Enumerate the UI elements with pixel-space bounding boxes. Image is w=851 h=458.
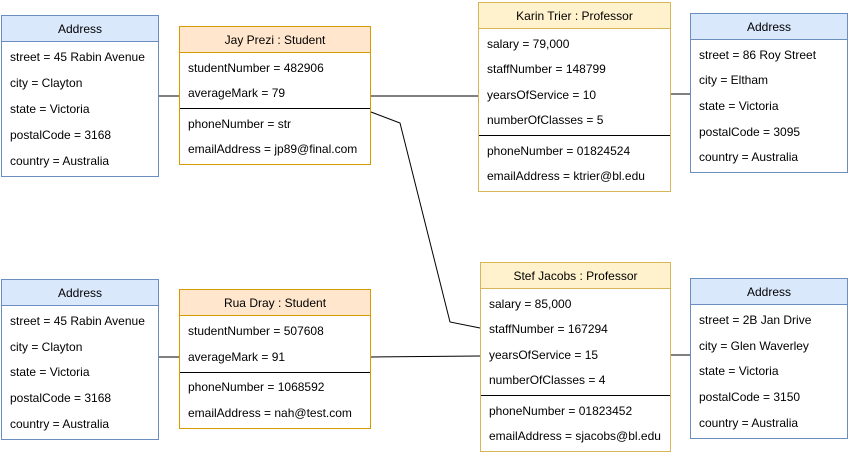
attribute-row: averageMark = 91 — [188, 349, 286, 364]
attribute-row: street = 45 Rabin Avenue — [10, 313, 145, 328]
node-title: Jay Prezi : Student — [180, 27, 370, 53]
attribute-row: studentNumber = 507608 — [188, 323, 324, 338]
attribute-row: state = Victoria — [699, 364, 779, 379]
node-title: Address — [2, 16, 158, 42]
attribute-row: country = Australia — [699, 150, 799, 165]
node-title: Karin Trier : Professor — [479, 3, 670, 29]
attribute-row: phoneNumber = 1068592 — [188, 380, 325, 395]
attribute-row: postalCode = 3150 — [699, 390, 801, 405]
attribute-row: phoneNumber = str — [188, 116, 292, 131]
attribute-row: postalCode = 3095 — [699, 124, 801, 139]
edge-jay--stef — [370, 111, 481, 329]
attribute-row: street = 45 Rabin Avenue — [10, 50, 145, 64]
object-node-karin-trier[interactable]: Karin Trier : Professor salary = 79,000 … — [478, 2, 671, 192]
attribute-row: staffNumber = 148799 — [487, 62, 606, 77]
attribute-row: emailAddress = ktrier@bl.edu — [487, 169, 645, 184]
attribute-row: averageMark = 79 — [188, 86, 286, 101]
attribute-row: city = Glen Waverley — [699, 338, 809, 353]
object-node-stef-jacobs[interactable]: Stef Jacobs : Professor salary = 85,000 … — [480, 262, 671, 452]
attribute-row: salary = 79,000 — [487, 36, 570, 51]
attribute-row: country = Australia — [10, 417, 110, 432]
attribute-row: street = 2B Jan Drive — [699, 312, 812, 327]
node-title: Stef Jacobs : Professor — [481, 263, 670, 289]
attribute-row: state = Victoria — [10, 365, 90, 380]
node-title: Address — [691, 279, 847, 305]
attribute-row: numberOfClasses = 5 — [487, 113, 604, 128]
node-title: Address — [691, 14, 847, 40]
attribute-row: country = Australia — [699, 416, 799, 431]
object-node-address-bl[interactable]: Address street = 45 Rabin Avenue city = … — [1, 279, 159, 440]
attribute-row: street = 86 Roy Street — [699, 47, 817, 62]
attribute-row: yearsOfService = 15 — [489, 347, 599, 362]
node-title: Address — [2, 280, 158, 306]
attribute-row: city = Clayton — [10, 76, 83, 90]
object-node-address-tr[interactable]: Address street = 86 Roy Street city = El… — [690, 13, 848, 173]
object-node-rua-dray[interactable]: Rua Dray : Student studentNumber = 50760… — [179, 289, 371, 429]
attribute-row: postalCode = 3168 — [10, 128, 112, 142]
attribute-row: state = Victoria — [10, 102, 90, 116]
attribute-row: phoneNumber = 01823452 — [489, 403, 633, 418]
attribute-row: city = Eltham — [699, 73, 769, 88]
attribute-row: phoneNumber = 01824524 — [487, 143, 631, 158]
object-node-address-br[interactable]: Address street = 2B Jan Drive city = Gle… — [690, 278, 848, 439]
attribute-row: salary = 85,000 — [489, 296, 572, 311]
attribute-row: postalCode = 3168 — [10, 391, 112, 406]
attribute-row: yearsOfService = 10 — [487, 87, 597, 102]
attribute-row: state = Victoria — [699, 98, 779, 113]
node-title: Rua Dray : Student — [180, 290, 370, 316]
object-node-address-tl[interactable]: Address street = 45 Rabin Avenue city = … — [1, 15, 159, 177]
attribute-row: country = Australia — [10, 154, 110, 168]
attribute-row: emailAddress = nah@test.com — [188, 406, 352, 421]
attribute-row: staffNumber = 167294 — [489, 322, 608, 337]
object-node-jay-prezi[interactable]: Jay Prezi : Student studentNumber = 4829… — [179, 26, 371, 165]
attribute-row: numberOfClasses = 4 — [489, 373, 606, 388]
attribute-row: emailAddress = jp89@final.com — [188, 142, 358, 157]
attribute-row: emailAddress = sjacobs@bl.edu — [489, 429, 661, 444]
attribute-row: studentNumber = 482906 — [188, 60, 324, 75]
attribute-row: city = Clayton — [10, 339, 83, 354]
edge-rua--stef — [370, 355, 481, 358]
